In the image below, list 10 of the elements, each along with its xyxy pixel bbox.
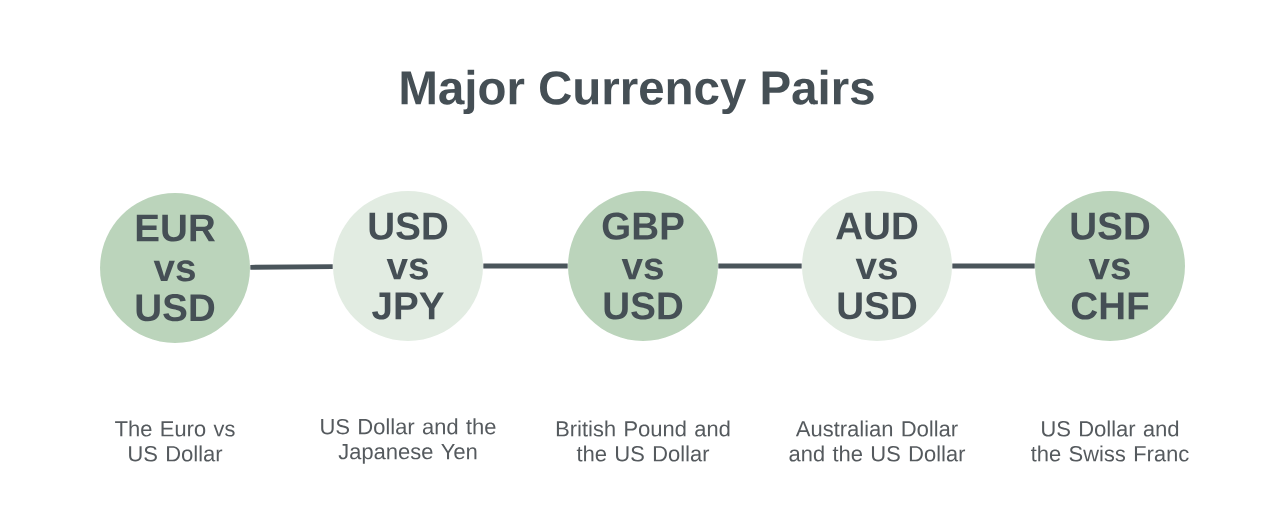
caption-text: British Pound and the US Dollar [556, 420, 730, 462]
caption-text: The Euro vs US Dollar [115, 420, 235, 462]
connector-line [952, 263, 1035, 269]
connector-line [250, 264, 333, 270]
connector-line [718, 263, 802, 269]
caption-text: Australian Dollar and the US Dollar [789, 420, 966, 462]
caption-text: US Dollar and the Japanese Yen [321, 418, 496, 464]
connector-line [483, 263, 568, 269]
title: Major Currency Pairs [401, 69, 874, 115]
caption-text: US Dollar and the Swiss Franc [1031, 420, 1189, 462]
